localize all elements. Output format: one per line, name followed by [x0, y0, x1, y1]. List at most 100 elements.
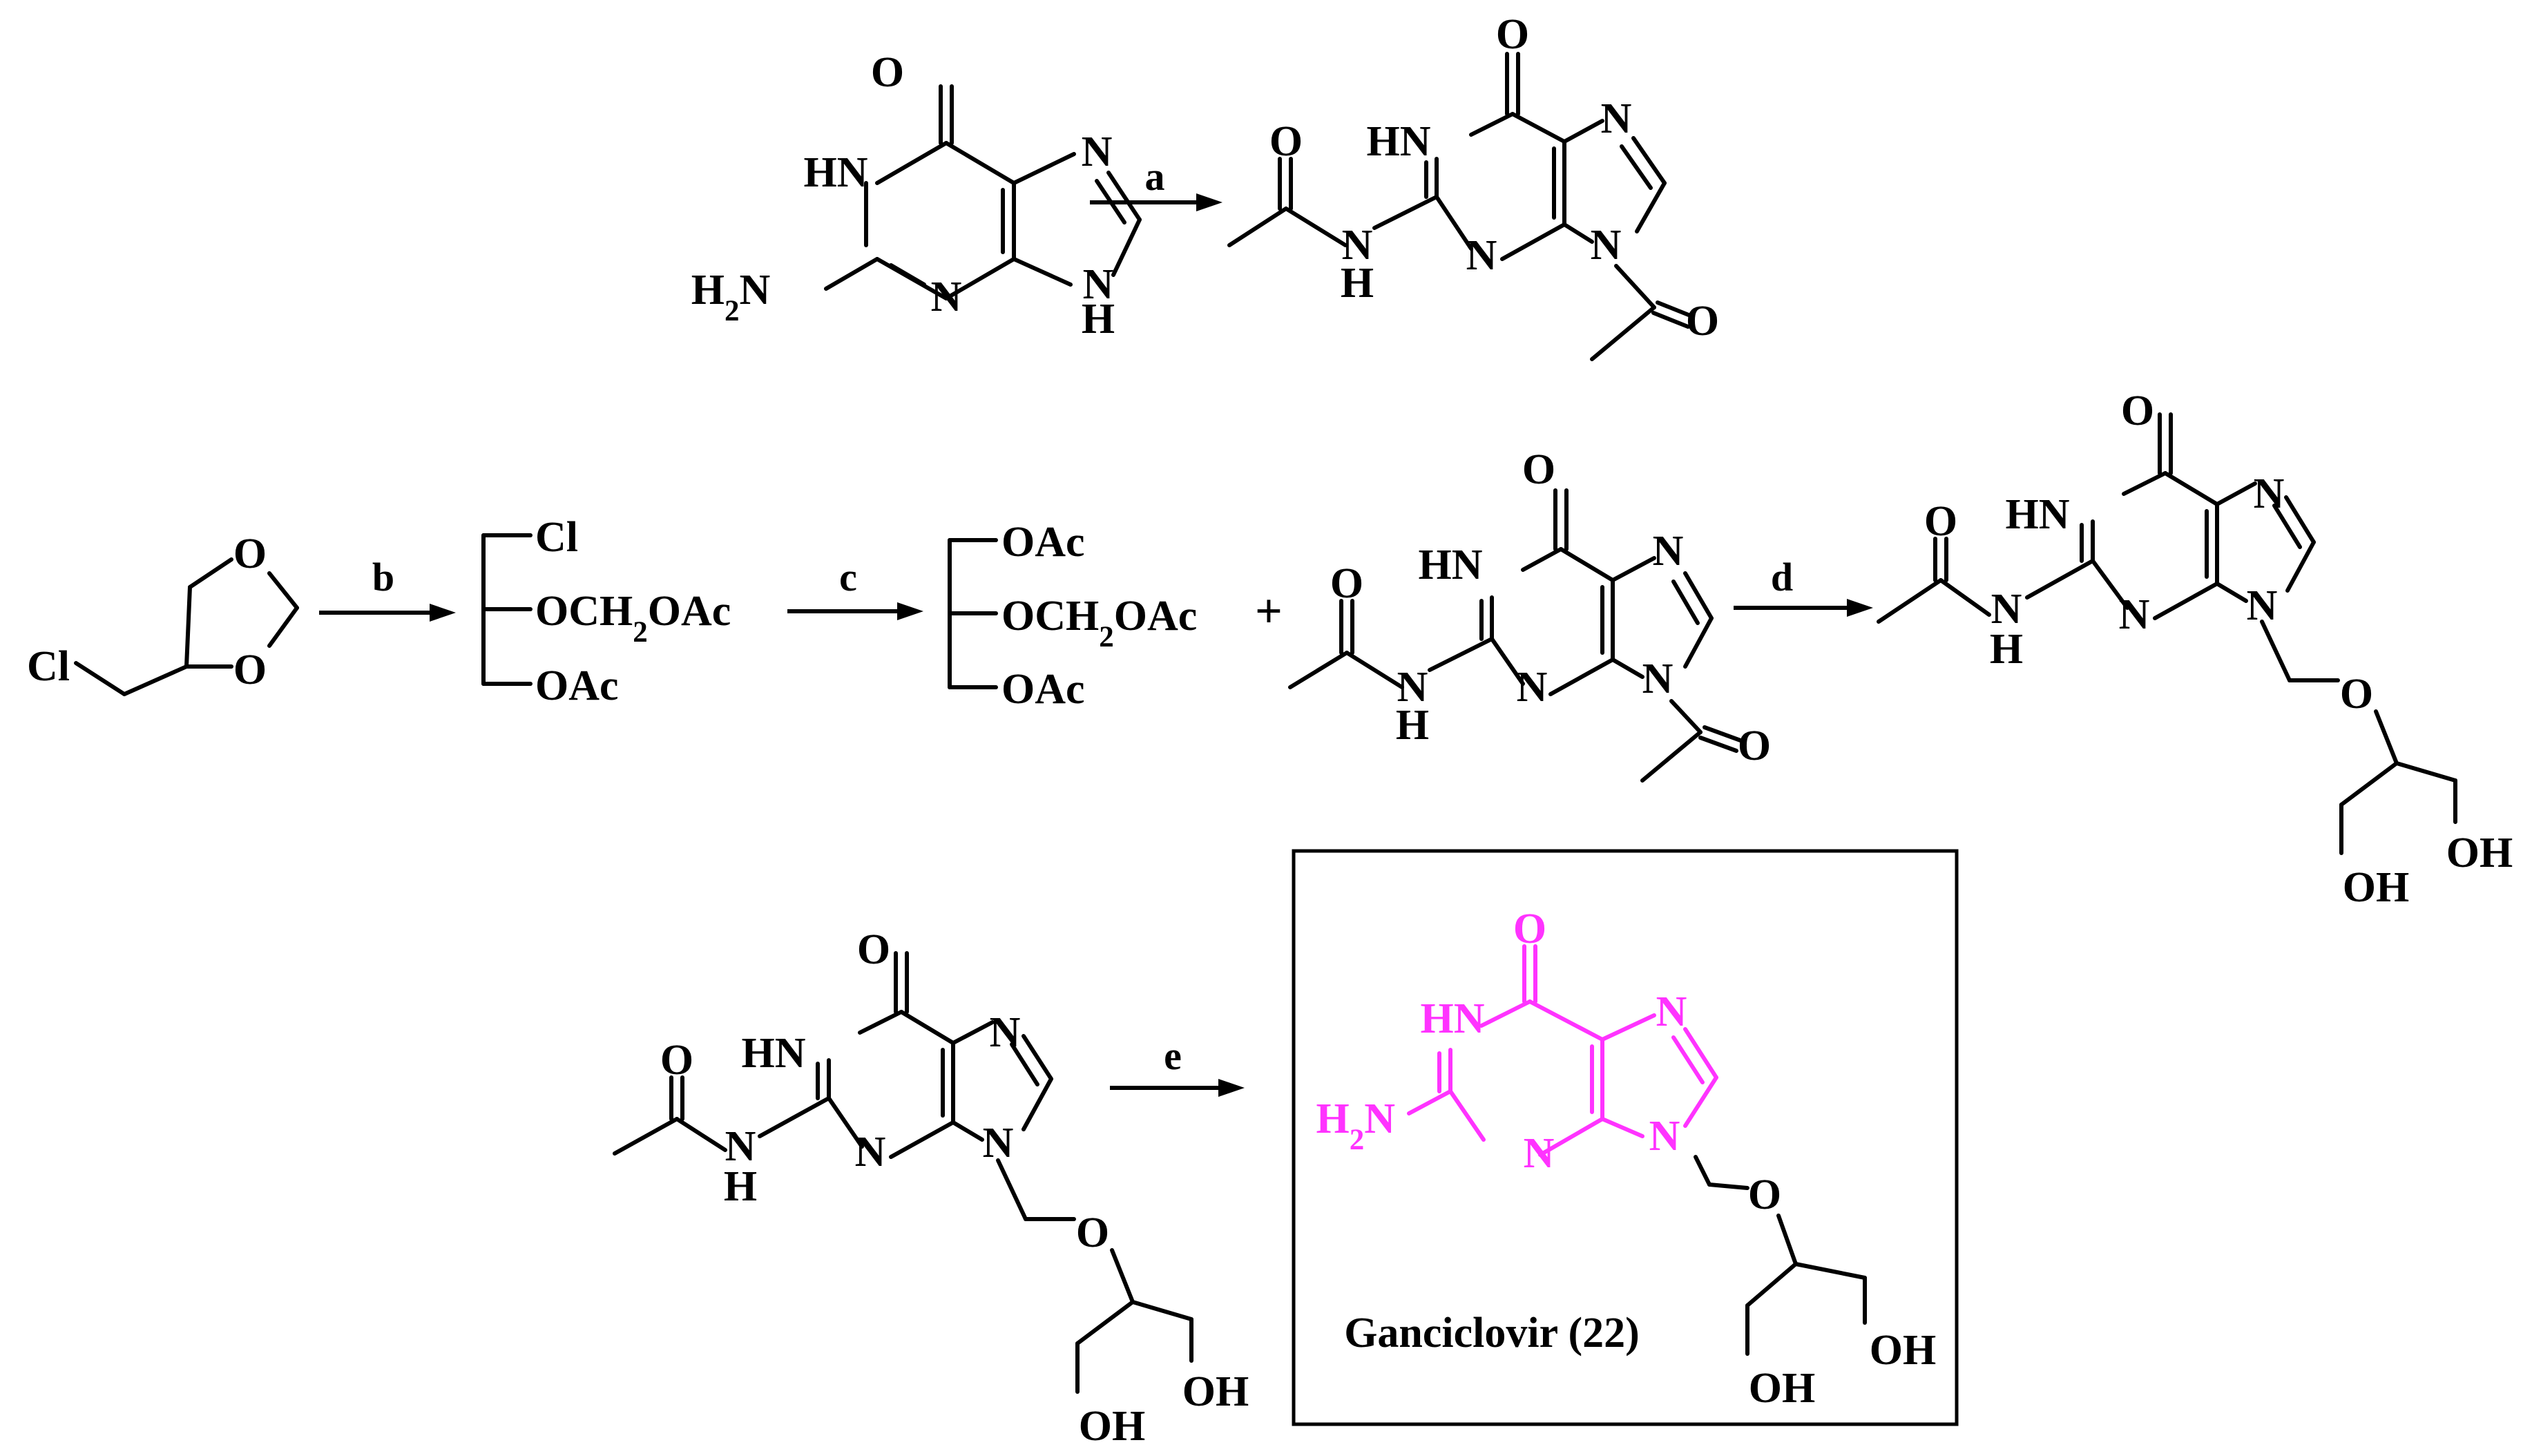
atom-oh: OH [1079, 1403, 1145, 1450]
reaction-arrow-a: a [1090, 154, 1222, 211]
atom-o: O [1522, 446, 1555, 493]
atom-h: H [1990, 626, 2023, 673]
atom-o: O [2340, 671, 2373, 718]
atom-nh2: H2N [1316, 1095, 1395, 1156]
diacetylguanine-reactant-bonds [1288, 488, 1743, 783]
atom-oh: OH [2343, 864, 2409, 911]
diacetylguanine-bonds [1227, 52, 1694, 361]
acetyl-ganciclovir-structure-row3: O N H HN O N N N O OH OH [613, 926, 1249, 1450]
atom-n: N [1649, 1113, 1680, 1160]
atom-o: O [1686, 298, 1719, 345]
atom-nh2: H2N [691, 267, 771, 327]
acetyl-ganciclovir-row3-bonds [613, 951, 1193, 1394]
atom-cl: Cl [27, 643, 70, 690]
reaction-arrow-e: e [1110, 1033, 1245, 1097]
atom-n: N [855, 1129, 886, 1176]
atom-o: O [233, 646, 267, 693]
atom-oh: OH [1749, 1365, 1815, 1412]
product-box [1292, 849, 1959, 1426]
atom-o: O [871, 49, 904, 96]
plus-sign: + [1255, 585, 1283, 638]
atom-hn: HN [1419, 542, 1483, 588]
atom-o: O [660, 1037, 693, 1084]
atom-oh: OH [1870, 1327, 1936, 1374]
atom-n: N [1991, 586, 2022, 633]
atom-o: O [1738, 722, 1771, 769]
acetyl-ganciclovir-atoms: O N H HN O N N N O OH OH [1924, 387, 2513, 911]
diacetylguanine-structure: O N H HN O N N N O [1227, 11, 1719, 361]
acetyl-ganciclovir-structure-row2: O N H HN O N N N O OH OH [1877, 387, 2513, 911]
atom-n: N [1517, 664, 1548, 711]
atom-h: H [1341, 260, 1374, 307]
group-oac: OAc [1001, 666, 1085, 713]
intermediate-c-atoms: OAc OCH2OAc OAc [1001, 519, 1197, 713]
atom-o: O [1924, 498, 1957, 545]
atom-n: N [1466, 232, 1497, 279]
atom-h: H [1396, 702, 1429, 749]
atom-oh: OH [1182, 1368, 1249, 1415]
atom-h: H [724, 1163, 757, 1210]
atom-oh: OH [2446, 830, 2513, 877]
reagent-label-e: e [1164, 1033, 1182, 1078]
atom-n: N [1397, 664, 1428, 711]
atom-o: O [1513, 906, 1546, 952]
atom-o: O [1269, 118, 1303, 165]
atom-hn: HN [1367, 118, 1431, 165]
intermediate-c-bonds [948, 538, 998, 689]
reaction-arrow-b: b [319, 555, 456, 622]
diacetylguanine-atoms: O N H HN O N N N O [1269, 11, 1719, 345]
atom-n: N [931, 274, 962, 320]
reagent-label-d: d [1771, 555, 1793, 600]
atom-o: O [1076, 1209, 1109, 1256]
ganciclovir-purine-bonds [1407, 944, 1718, 1157]
acetoxymethoxy-propanediyl-diacetate-structure: OAc OCH2OAc OAc [948, 519, 1197, 713]
reaction-arrow-c: c [787, 555, 923, 620]
group-och2oac: OCH2OAc [535, 588, 731, 649]
acetyl-ganciclovir-bonds [1877, 412, 2457, 855]
atom-hn: HN [742, 1030, 806, 1077]
chloro-acetoxymethoxy-propyl-acetate-structure: Cl OCH2OAc OAc [481, 514, 731, 709]
atom-n: N [1591, 222, 1622, 269]
atom-n: N [2119, 591, 2150, 638]
atom-n: N [725, 1123, 756, 1170]
atom-o: O [2121, 387, 2154, 434]
acetyl-ganciclovir-row3-atoms: O N H HN O N N N O OH OH [660, 926, 1249, 1450]
reagent-label-c: c [839, 555, 857, 600]
atom-o: O [233, 530, 267, 577]
atom-h: H [1082, 296, 1115, 343]
intermediate-b-bonds [481, 533, 533, 686]
atom-n: N [1082, 128, 1113, 175]
atom-n: N [1656, 988, 1687, 1035]
reaction-arrow-d: d [1734, 555, 1873, 617]
dioxolane-atoms: Cl O O [27, 530, 267, 693]
guanine-structure: O HN N H2N N N H [691, 49, 1142, 343]
reagent-label-a: a [1145, 154, 1165, 199]
group-oac: OAc [1001, 519, 1085, 566]
group-och2oac: OCH2OAc [1001, 593, 1197, 653]
atom-n: N [1642, 655, 1673, 702]
atom-n: N [1653, 528, 1684, 575]
ganciclovir-atoms: O HN N H2N N N O OH OH [1316, 906, 1936, 1412]
atom-o: O [1330, 560, 1363, 607]
chloromethyl-dioxolane-structure: Cl O O [27, 530, 299, 696]
atom-n: N [990, 1009, 1021, 1056]
atom-n: N [2247, 582, 2278, 629]
dioxolane-bonds [74, 557, 299, 696]
diacetylguanine-reactant-structure: O N H HN O N N N O [1288, 446, 1771, 783]
product-name-label: Ganciclovir (22) [1344, 1310, 1640, 1357]
atom-hn: HN [2006, 491, 2070, 538]
guanine-atoms: O HN N H2N N N H [691, 49, 1115, 343]
atom-n: N [983, 1120, 1014, 1167]
diacetylguanine-reactant-atoms: O N H HN O N N N O [1330, 446, 1771, 769]
atom-n: N [2254, 470, 2285, 517]
atom-hn: HN [804, 149, 868, 196]
intermediate-b-atoms: Cl OCH2OAc OAc [535, 514, 731, 709]
atom-n: N [1601, 95, 1632, 142]
reagent-label-b: b [372, 555, 394, 600]
group-oac: OAc [535, 662, 619, 709]
atom-hn: HN [1421, 995, 1485, 1042]
atom-n: N [1342, 222, 1373, 269]
atom-o: O [1496, 11, 1529, 58]
